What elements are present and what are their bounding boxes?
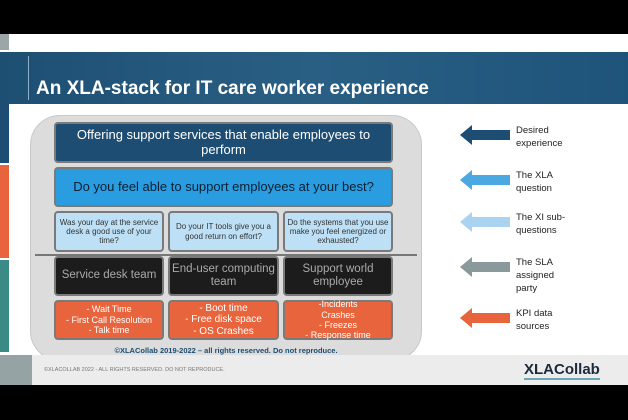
kpi-box: -Incidents Crashes - Freezes - Response … (283, 299, 393, 340)
strip-gray-bottom (0, 355, 32, 385)
kpi-box: - Boot time - Free disk space - OS Crash… (168, 300, 279, 340)
party-box: Service desk team (54, 256, 164, 296)
legend-item: Desired experience (460, 125, 572, 151)
left-arrow-icon (460, 308, 510, 328)
kpi-box: - Wait Time - First Call Resolution - Ta… (54, 300, 164, 340)
left-arrow-icon (460, 125, 510, 145)
legend-item: The XLA question (460, 170, 572, 196)
legend-item: The XI sub-questions (460, 212, 572, 238)
sub-question-box: Was your day at the service desk a good … (54, 211, 164, 252)
stack-copyright: ©XLACollab 2019-2022 – all rights reserv… (114, 346, 338, 355)
sub-question-box: Do your IT tools give you a good return … (168, 211, 279, 252)
legend-item: The SLA assigned party (460, 257, 572, 295)
footer: ©XLACOLLAB 2022 - ALL RIGHTS RESERVED. D… (0, 355, 628, 385)
xla-question-box: Do you feel able to support employees at… (54, 167, 393, 207)
header-banner: An XLA-stack for IT care worker experien… (0, 52, 628, 104)
strip-gray-top (0, 34, 9, 50)
strip-orange (0, 165, 9, 258)
strip-teal (0, 260, 9, 352)
legend-label: The SLA assigned party (516, 257, 555, 294)
legend-label: KPI data sources (516, 308, 553, 332)
strip-blue (0, 100, 9, 163)
party-box: End-user computing team (168, 256, 279, 296)
xlacollab-logo: XLACollab (524, 361, 600, 380)
desired-experience-box: Offering support services that enable em… (54, 122, 393, 163)
xla-stack: Offering support services that enable em… (30, 115, 422, 361)
legend-label: The XI sub-questions (516, 212, 566, 236)
party-box: Support world employee (283, 256, 393, 296)
divider (35, 254, 417, 256)
left-arrow-icon (460, 212, 510, 232)
footer-text: ©XLACOLLAB 2022 - ALL RIGHTS RESERVED. D… (44, 367, 225, 373)
slide-title: An XLA-stack for IT care worker experien… (36, 78, 429, 99)
legend-label: The XLA question (516, 170, 553, 194)
sub-question-box: Do the systems that you use make you fee… (283, 211, 393, 252)
legend-label: Desired experience (516, 125, 563, 149)
left-arrow-icon (460, 257, 510, 277)
header-divider (28, 56, 29, 100)
left-arrow-icon (460, 170, 510, 190)
slide: An XLA-stack for IT care worker experien… (0, 34, 628, 385)
legend-item: KPI data sources (460, 308, 572, 334)
